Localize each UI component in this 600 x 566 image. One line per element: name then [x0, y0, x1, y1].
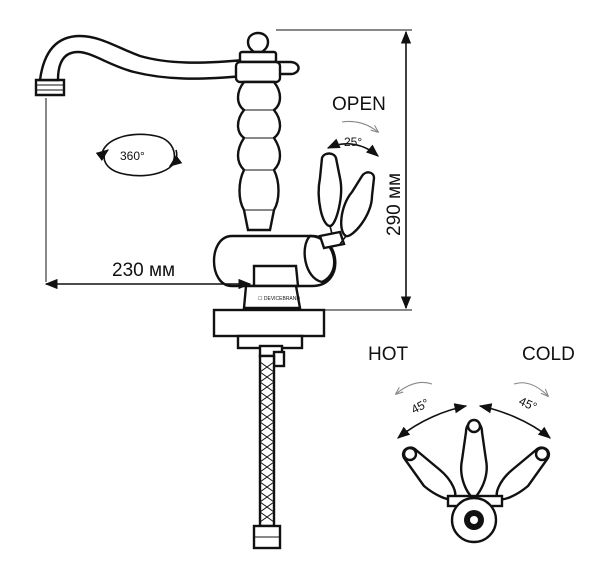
cold-angle-label: 45° [517, 394, 539, 414]
height-dimension: 290 мм [276, 29, 412, 311]
reach-dimension: 230 мм [44, 260, 252, 290]
hot-label: HOT [368, 344, 409, 365]
lever-handle-closed [317, 152, 346, 250]
rotation-360-icon: 360° [95, 133, 183, 177]
reach-label: 230 мм [112, 260, 175, 281]
top-view-diagram: HOT COLD 45° 45° [368, 344, 575, 544]
open-label: OPEN [332, 94, 386, 115]
open-annotation: OPEN 25° [326, 94, 386, 157]
height-label: 290 мм [384, 173, 405, 236]
hot-angle-label: 45° [409, 396, 432, 417]
svg-text:☐ DEVICEBRAND: ☐ DEVICEBRAND [258, 296, 300, 302]
body-column [236, 80, 282, 232]
mixer-body: ☐ DEVICEBRAND [212, 234, 337, 310]
mounting-base [212, 308, 326, 368]
top-finial [234, 31, 300, 84]
cold-label: COLD [522, 344, 575, 365]
rotation-label: 360° [120, 149, 145, 163]
lever-handle-open [339, 171, 376, 245]
supply-hose [252, 354, 282, 550]
open-angle-label: 25° [344, 135, 362, 149]
